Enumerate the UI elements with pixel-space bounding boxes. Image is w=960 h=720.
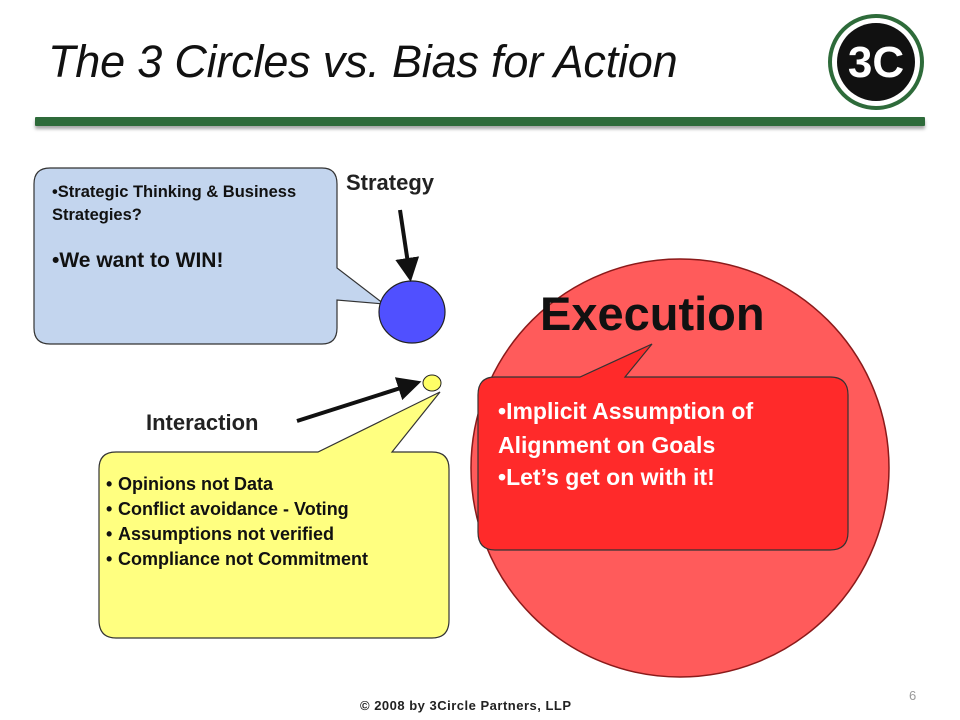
logo-text: 3C xyxy=(848,38,904,87)
strategy-label: Strategy xyxy=(346,170,435,195)
title-divider xyxy=(35,117,925,126)
strategy-callout-item: •Strategic Thinking & Business Strategie… xyxy=(52,183,297,224)
execution-callout-bubble xyxy=(477,343,849,551)
3c-logo-icon: 3C xyxy=(828,14,924,110)
execution-callout-text: •Implicit Assumption of Alignment on Goa… xyxy=(498,394,828,491)
interaction-callout-list: Opinions not Data Conflict avoidance - V… xyxy=(106,472,436,572)
execution-callout-item: •Let’s get on with it! xyxy=(498,464,715,490)
interaction-label: Interaction xyxy=(146,410,259,435)
slide-number: 6 xyxy=(909,688,917,703)
strategy-arrow xyxy=(395,209,420,282)
interaction-arrow xyxy=(296,377,422,423)
interaction-callout-item: Compliance not Commitment xyxy=(106,547,436,572)
interaction-circle xyxy=(422,374,442,392)
slide-title: The 3 Circles vs. Bias for Action xyxy=(48,36,678,87)
interaction-callout-item: Assumptions not verified xyxy=(106,522,436,547)
strategy-callout-item: •We want to WIN! xyxy=(52,249,224,272)
execution-callout-item: •Implicit Assumption of Alignment on Goa… xyxy=(498,398,754,458)
strategy-callout-text: •Strategic Thinking & Business Strategie… xyxy=(52,181,322,273)
copyright-footer: © 2008 by 3Circle Partners, LLP xyxy=(360,698,572,713)
strategy-circle xyxy=(378,280,446,344)
execution-label: Execution xyxy=(540,287,765,340)
interaction-callout-item: Opinions not Data xyxy=(106,472,436,497)
interaction-callout-item: Conflict avoidance - Voting xyxy=(106,497,436,522)
strategy-callout-bubble xyxy=(33,167,386,345)
